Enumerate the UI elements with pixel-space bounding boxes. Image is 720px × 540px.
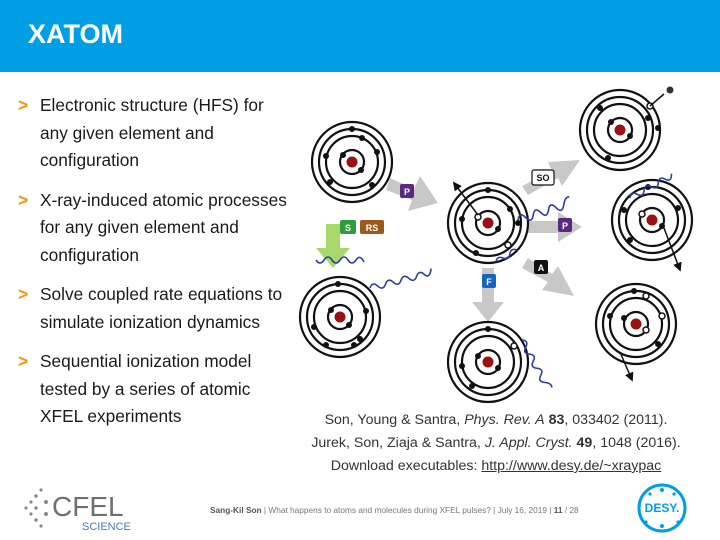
- photon-wave: [521, 339, 553, 388]
- presenter-name: Sang-Kil Son: [210, 505, 262, 515]
- bullet-item: > X-ray-induced atomic processes for any …: [18, 187, 293, 270]
- chevron-right-icon: >: [18, 95, 29, 115]
- badge-shakeoff: S: [340, 220, 356, 234]
- badge-shake-off: SO: [531, 169, 555, 186]
- atom-top-left: [310, 120, 394, 204]
- photon-wave: [315, 256, 365, 264]
- svg-text:P: P: [562, 221, 568, 231]
- bullet-text: Solve coupled rate equations to simulate…: [40, 284, 283, 332]
- bullet-text: Electronic structure (HFS) for any given…: [40, 95, 264, 170]
- ref-authors: Son, Young & Santra,: [324, 412, 465, 428]
- arrow-shakeoff-green: [316, 224, 350, 268]
- badge-photoionization-2: P: [558, 218, 572, 232]
- talk-title: What happens to atoms and molecules duri…: [268, 505, 491, 515]
- talk-date: July 16, 2019: [497, 505, 547, 515]
- download-line: Download executables: http://www.desy.de…: [282, 455, 710, 478]
- bullet-list: > Electronic structure (HFS) for any give…: [18, 92, 293, 443]
- badge-photoionization: P: [400, 184, 414, 198]
- footer-separator: |: [490, 505, 498, 515]
- svg-text:SCIENCE: SCIENCE: [82, 521, 131, 533]
- ref-details: , 1048 (2016).: [592, 435, 681, 451]
- badge-rayleigh-scattering: RS: [360, 220, 384, 234]
- slide-title: XATOM: [28, 19, 124, 49]
- reference-2: Jurek, Son, Ziaja & Santra, J. Appl. Cry…: [282, 432, 710, 455]
- references: Son, Young & Santra, Phys. Rev. A 83, 03…: [282, 409, 710, 478]
- atom-bottom-right: [594, 282, 678, 382]
- chevron-right-icon: >: [18, 284, 29, 304]
- svg-text:S: S: [345, 223, 351, 233]
- ref-details: , 033402 (2011).: [564, 412, 668, 428]
- bullet-text: Sequential ionization model tested by a …: [40, 351, 252, 426]
- photon-wave: [495, 248, 518, 263]
- atom-top-right: [578, 86, 674, 172]
- atom-center: [446, 181, 530, 265]
- chevron-right-icon: >: [18, 189, 29, 210]
- bullet-item: > Sequential ionization model tested by a…: [18, 348, 293, 431]
- download-link[interactable]: http://www.desy.de/~xraypac: [481, 458, 662, 474]
- svg-text:P: P: [404, 187, 410, 197]
- bullet-text: X-ray-induced atomic processes for any g…: [40, 189, 287, 265]
- chevron-right-icon: >: [18, 351, 29, 371]
- svg-text:DESY.: DESY.: [645, 501, 680, 515]
- svg-text:F: F: [486, 277, 492, 287]
- reference-1: Son, Young & Santra, Phys. Rev. A 83, 03…: [282, 409, 710, 432]
- download-label: Download executables:: [330, 458, 482, 474]
- atom-bottom-left: [298, 275, 382, 359]
- atom-right: [610, 178, 694, 272]
- title-bar: [0, 0, 720, 72]
- ref-volume: 49: [576, 435, 593, 451]
- photon-wave: [629, 173, 673, 199]
- svg-text:RS: RS: [366, 223, 379, 233]
- desy-logo: DESY.: [637, 483, 687, 533]
- page-number: 11: [553, 505, 563, 515]
- photon-wave: [517, 196, 570, 221]
- svg-text:SO: SO: [536, 173, 549, 183]
- ref-journal: J. Appl. Cryst.: [484, 435, 573, 451]
- badge-fluorescence: F: [482, 274, 496, 288]
- page-total: 28: [569, 505, 579, 515]
- ref-journal: Phys. Rev. A: [464, 412, 545, 428]
- footer-separator: |: [546, 505, 554, 515]
- photon-wave: [369, 268, 432, 289]
- page-separator: /: [562, 505, 570, 515]
- svg-text:A: A: [538, 263, 545, 273]
- photon-waves: [315, 173, 673, 388]
- arrow-to-right: [528, 212, 582, 242]
- arrow-down: [472, 268, 504, 322]
- atom-bottom-center: [446, 320, 530, 403]
- footer: Sang-Kil Son | What happens to atoms and…: [210, 505, 579, 515]
- cfel-logo: CFEL SCIENCE: [24, 488, 131, 533]
- atomic-process-diagram: P S RS SO P A F: [298, 86, 694, 403]
- svg-text:CFEL: CFEL: [52, 491, 124, 522]
- ref-volume: 83: [548, 412, 565, 428]
- badge-auger: A: [534, 260, 548, 274]
- bullet-item: > Electronic structure (HFS) for any give…: [18, 92, 293, 175]
- ref-authors: Jurek, Son, Ziaja & Santra,: [311, 435, 485, 451]
- bullet-item: > Solve coupled rate equations to simulat…: [18, 281, 293, 336]
- footer-separator: |: [261, 505, 269, 515]
